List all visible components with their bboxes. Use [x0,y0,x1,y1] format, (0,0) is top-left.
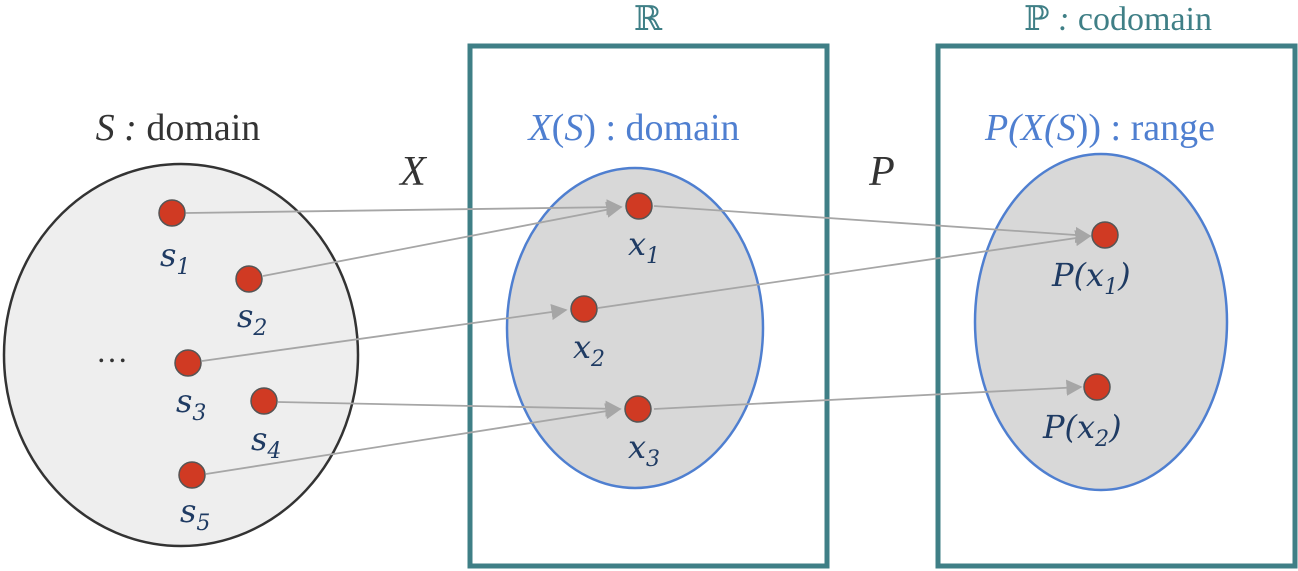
point-p1 [1091,221,1119,249]
point-x1 [625,192,653,220]
real-set-box [467,43,830,569]
probability-set-label: ℙ : codomain [1024,1,1212,38]
point-x2 [570,295,598,323]
point-p2 [1083,373,1111,401]
arrow-s4-x3 [277,400,622,417]
map-x-label: X [398,149,428,195]
p-range-label: P(X(S)) : range [984,107,1215,149]
arrow-s1-x1 [185,199,623,216]
point-s1 [158,199,186,227]
label-x1: x1 [628,225,660,269]
label-x3: x3 [628,428,660,472]
point-s3 [174,349,202,377]
point-s4 [250,387,278,415]
ellipsis-label: … [96,333,128,369]
real-set-label: ℝ [634,1,663,38]
label-s5: s5 [180,492,210,536]
point-x3 [624,395,652,423]
x-domain-label: X(S) : domain [526,107,739,149]
arrow-x2-p1 [597,230,1092,309]
sample-space-label: S : domain [96,107,261,149]
point-s2 [235,265,263,293]
p-mapping-arrows [597,205,1092,410]
label-s1: s1 [160,236,190,280]
arrow-s2-x1 [262,201,623,277]
arrow-s3-x2 [201,304,568,362]
probability-set-box [935,43,1298,569]
arrow-x1-p1 [653,205,1092,244]
label-x2: x2 [573,328,605,372]
label-s2: s2 [237,297,267,341]
label-s4: s4 [251,420,281,464]
arrow-s5-x3 [205,403,622,475]
label-p1: P(x1) [1051,256,1131,300]
map-p-label: P [868,149,895,195]
points [158,192,1119,489]
p-range-ellipse [973,152,1229,492]
arrow-x3-p2 [653,379,1083,410]
point-s5 [178,461,206,489]
label-p2: P(x2) [1042,408,1122,452]
label-s3: s3 [176,382,206,426]
x-mapping-arrows [185,199,623,475]
